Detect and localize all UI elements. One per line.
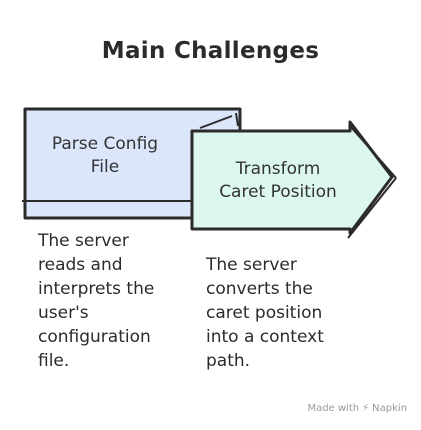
step-1-label: Parse Config File bbox=[51, 134, 159, 177]
napkin-logo-icon: ⚡ bbox=[362, 403, 370, 414]
step-2-shape bbox=[190, 120, 397, 239]
watermark-brand: Napkin bbox=[372, 403, 407, 414]
napkin-watermark: Made with ⚡ Napkin bbox=[307, 403, 407, 414]
step-1-description: The server reads and interprets the user… bbox=[38, 231, 155, 371]
diagram-title: Main Challenges bbox=[101, 38, 320, 64]
watermark-prefix: Made with bbox=[307, 403, 360, 414]
step-2-description: The server converts the caret position i… bbox=[206, 255, 324, 371]
step-2-label: Transform Caret Position bbox=[219, 159, 337, 202]
